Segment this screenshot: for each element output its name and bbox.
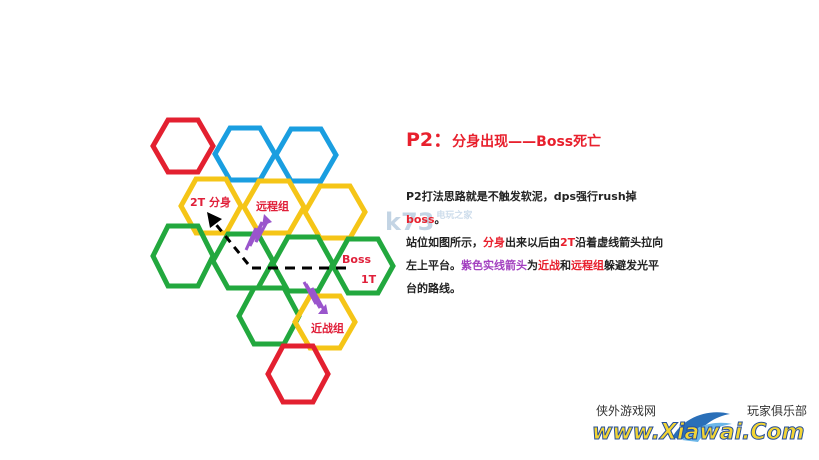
desc-p1-red: boss (406, 213, 435, 226)
hex-yellow-clone (178, 176, 244, 236)
label-melee: 近战组 (311, 321, 344, 335)
phase-title: P2：分身出现——Boss死亡 (406, 125, 668, 157)
desc-p2-red1: 分身 (483, 236, 505, 249)
site-logo: 侠外游戏网 玩家俱乐部 www.Xiawai.Com (590, 400, 819, 458)
hex-yellow-3 (302, 183, 368, 241)
hex-green-2 (210, 231, 276, 291)
watermark-sub: 电玩之家 (436, 211, 473, 221)
hex-green-boss (330, 236, 396, 296)
logo-left-text: 侠外游戏网 (596, 404, 657, 418)
desc-p2-c: 沿着虚线箭头拉向左上平台。 (406, 236, 664, 272)
desc-p2-purple: 紫色实线箭头 (461, 259, 527, 272)
desc-p2-red2: 2T (560, 236, 576, 249)
melee-dodge-arrow (302, 281, 328, 314)
hex-blue-1 (212, 125, 278, 183)
strategy-description: P2打法思路就是不触发软泥，dps强行rush掉 boss。 站位如图所示，分身出… (406, 185, 668, 300)
ranged-dodge-arrow (244, 214, 272, 251)
logo-right-text: 玩家俱乐部 (747, 404, 808, 418)
phase-title-sub: 分身出现——Boss死亡 (452, 134, 602, 150)
wave-logo-icon (672, 412, 732, 442)
desc-p2-e: 和 (560, 259, 571, 272)
desc-p2-red4: 远程组 (571, 259, 604, 272)
hex-green-1 (150, 223, 216, 289)
strategy-panel: P2：分身出现——Boss死亡 P2打法思路就是不触发软泥，dps强行rush掉… (406, 125, 668, 300)
desc-p2-b: 出来以后由 (505, 236, 560, 249)
desc-p1: P2打法思路就是不触发软泥，dps强行rush掉 (406, 190, 637, 203)
desc-p2-f: 躲避发光平台的路线。 (406, 259, 659, 295)
hex-blue-2 (273, 126, 339, 184)
desc-p2-d: 为 (527, 259, 538, 272)
desc-p2-red3: 近战 (538, 259, 560, 272)
logo-url: www.Xiawai.Com (592, 420, 806, 446)
label-tank1: 1T (361, 273, 377, 286)
label-boss: Boss (342, 253, 371, 266)
label-clone: 2T 分身 (190, 195, 231, 209)
hex-green-4 (236, 285, 302, 347)
watermark-text: k73 (385, 208, 435, 236)
label-ranged: 远程组 (256, 199, 289, 213)
desc-p2-a: 站位如图所示， (406, 236, 483, 249)
hex-red-bottom (265, 343, 331, 405)
desc-p1-end: 。 (434, 213, 446, 226)
phase-title-main: P2： (406, 129, 453, 151)
tank-route-dashed-arrow (207, 212, 346, 270)
arrow-head-icon (207, 212, 222, 228)
hex-red-top-left (150, 117, 216, 175)
